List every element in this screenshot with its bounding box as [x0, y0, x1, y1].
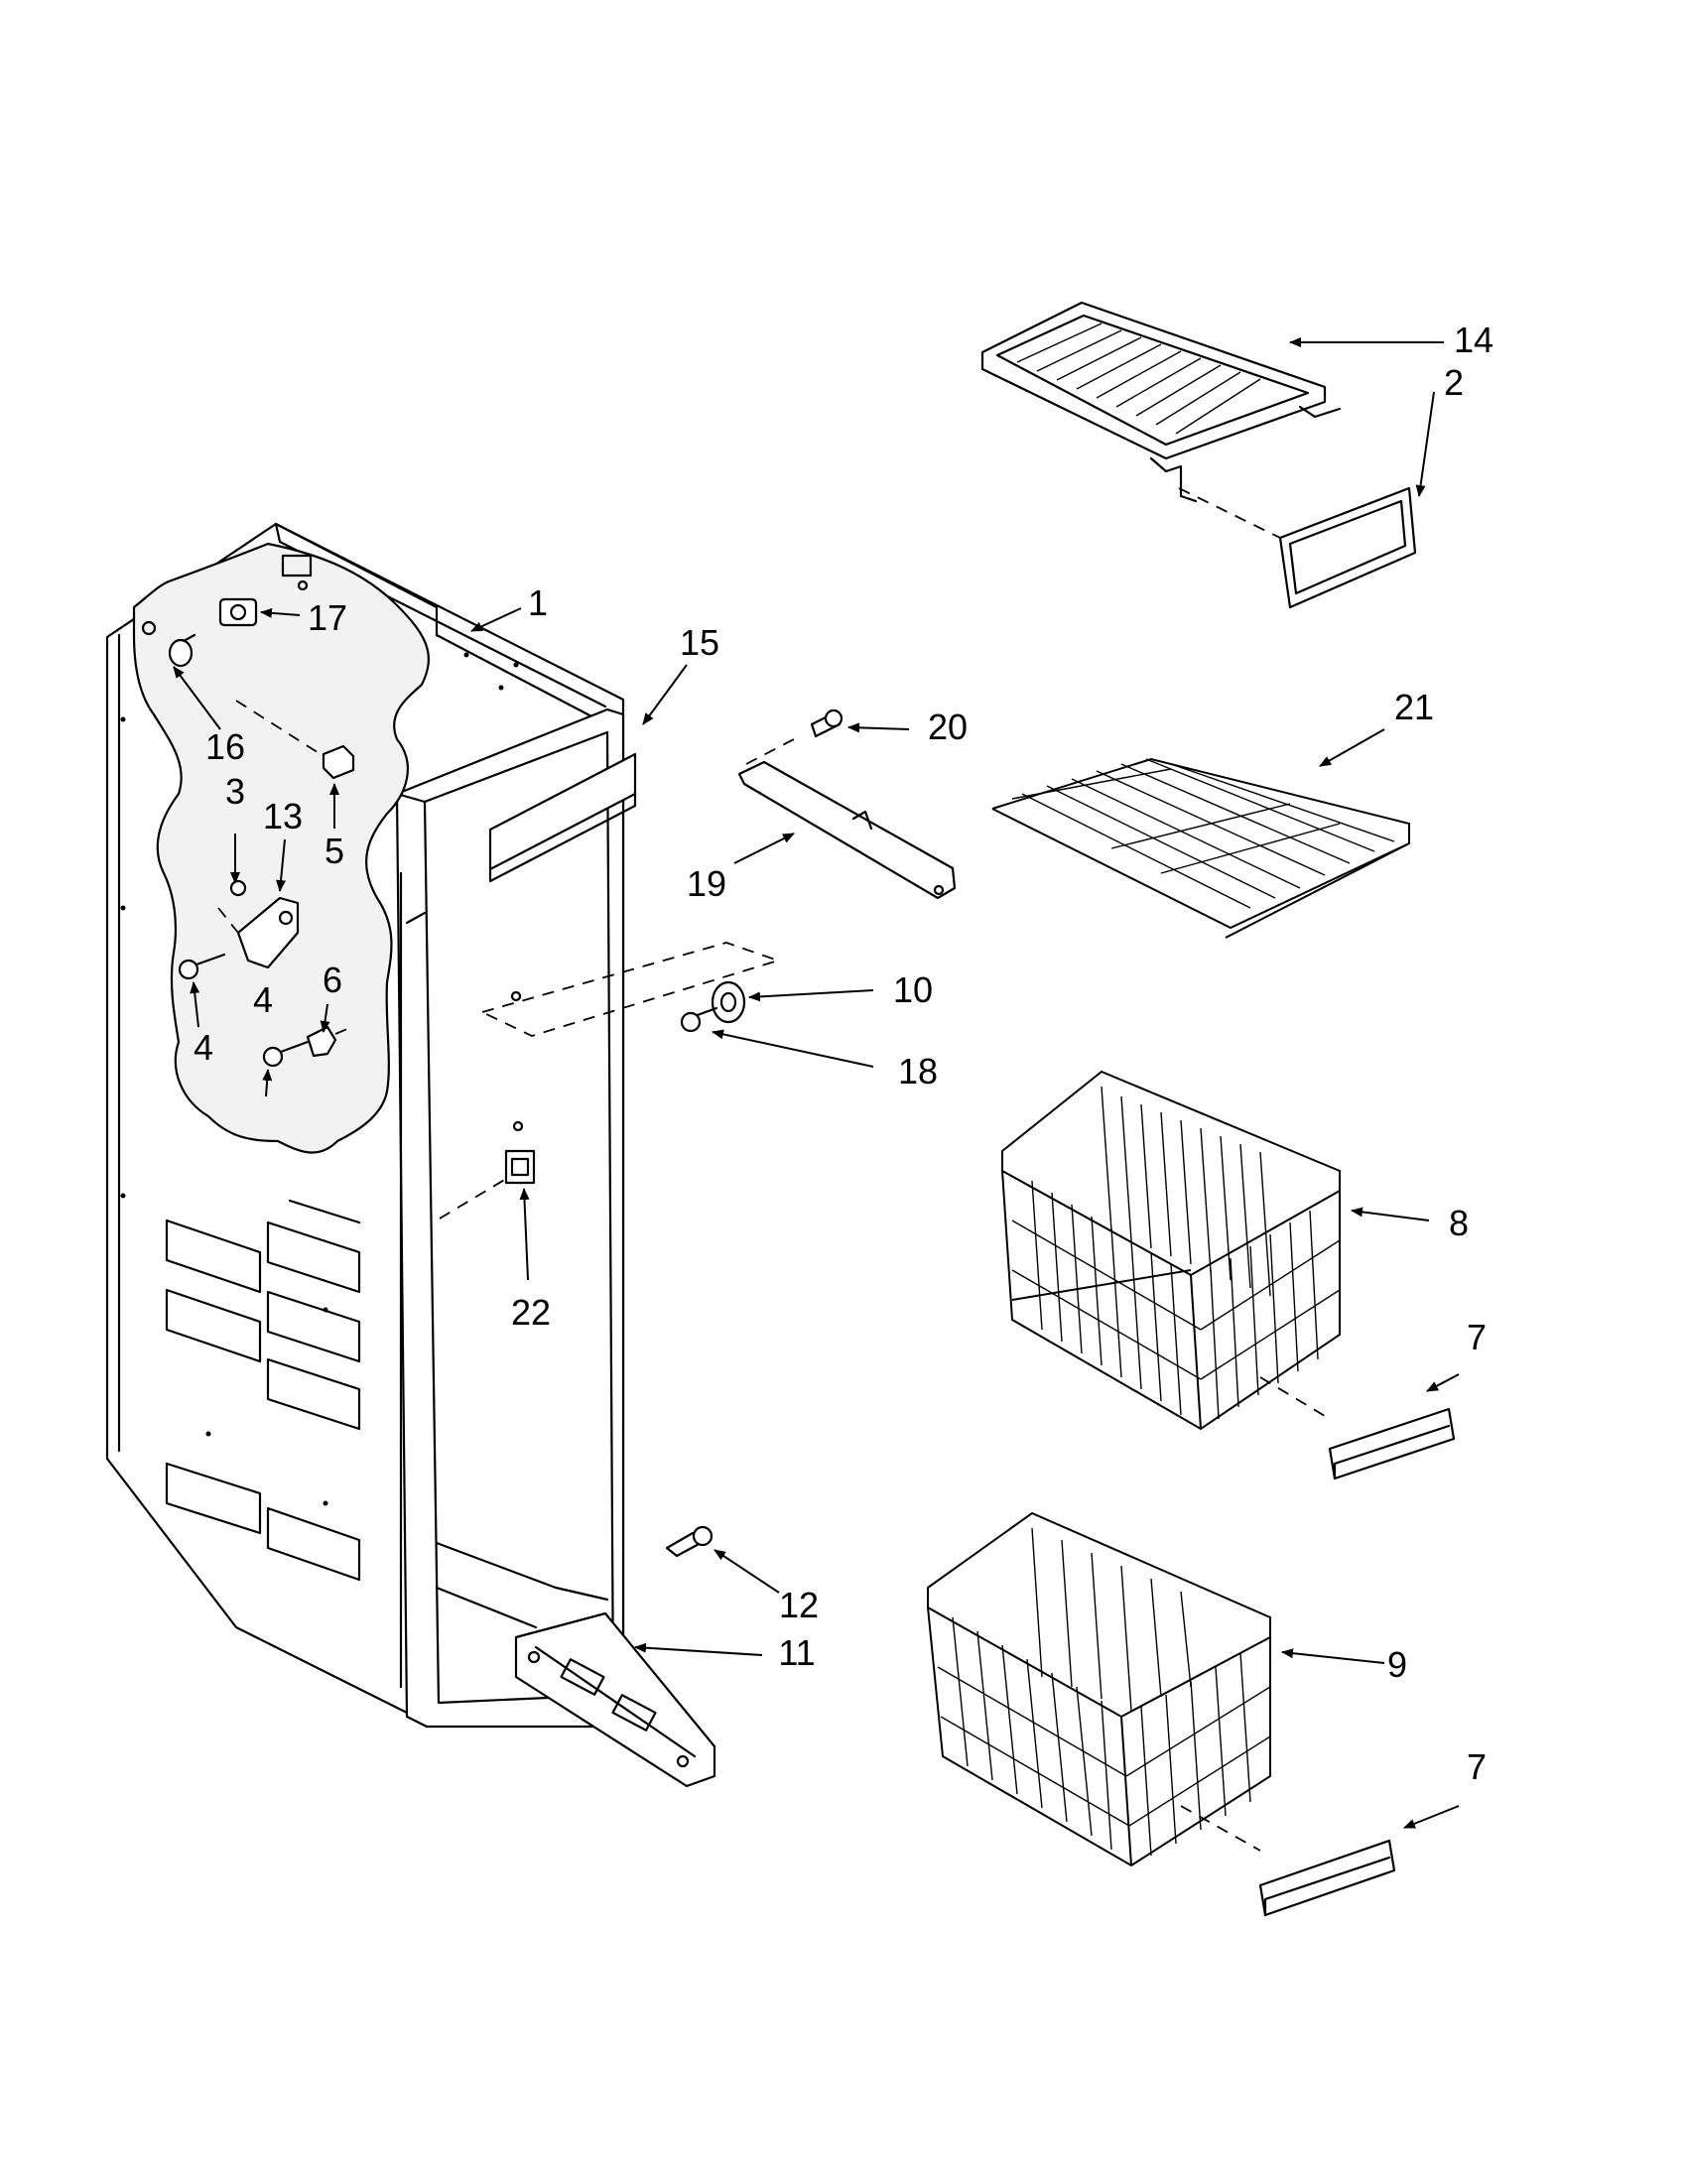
callout-21: 21: [1394, 687, 1434, 727]
lower-basket-part: [927, 1511, 1271, 1867]
callout-labels: 1 2 3 4 4 5 6 7 7 8 9 10 11 12 13 14 15 …: [194, 320, 1493, 1787]
callout-9: 9: [1387, 1644, 1407, 1685]
callout-5: 5: [325, 831, 344, 871]
screw-part-b: [262, 1040, 310, 1068]
switch-part: [439, 1120, 536, 1220]
callout-2: 2: [1444, 362, 1464, 403]
callout-13: 13: [263, 796, 303, 836]
bottom-rail-part: [514, 1611, 716, 1788]
callout-7a: 7: [1467, 1317, 1487, 1357]
screw-part-d: [810, 708, 844, 738]
callout-10: 10: [893, 969, 933, 1010]
light-socket-part: [218, 597, 258, 627]
cabinet-liner-part: [105, 522, 625, 1729]
screw-part-a: [178, 953, 226, 980]
shelf-bracket-part: [737, 738, 957, 900]
callout-20: 20: [928, 707, 968, 747]
callout-4b: 4: [253, 979, 273, 1020]
basket-trim-part-upper: [1259, 1376, 1456, 1480]
callout-11: 11: [778, 1632, 815, 1673]
callout-4a: 4: [194, 1027, 213, 1068]
callout-6: 6: [323, 960, 342, 1000]
vent-panels: [165, 1199, 361, 1582]
callout-8: 8: [1449, 1203, 1469, 1243]
glass-shelf-frame-part: [980, 301, 1342, 503]
clip-part: [235, 700, 355, 780]
basket-trim-part-lower: [1180, 1805, 1396, 1917]
callout-14: 14: [1454, 320, 1493, 360]
callout-22: 22: [511, 1292, 551, 1333]
callout-15: 15: [680, 622, 719, 663]
callout-18: 18: [898, 1051, 938, 1092]
glass-trim-part: [1178, 486, 1417, 609]
trim-strip-part: [488, 752, 637, 883]
callout-16: 16: [205, 726, 245, 767]
leader-lines: [173, 337, 1460, 1829]
callout-12: 12: [779, 1585, 819, 1625]
screw-part-c: [665, 1525, 714, 1558]
roller-part: [479, 942, 781, 1037]
callout-3: 3: [225, 771, 245, 812]
bracket-part: [217, 896, 300, 969]
callout-19: 19: [687, 863, 726, 904]
callout-17: 17: [308, 597, 347, 638]
callout-1: 1: [528, 582, 548, 623]
light-bulb-part: [168, 633, 196, 668]
upper-basket-part: [1001, 1070, 1341, 1431]
small-screw-part: [229, 879, 247, 897]
callout-7b: 7: [1467, 1746, 1487, 1787]
wire-shelf-part: [991, 757, 1410, 939]
